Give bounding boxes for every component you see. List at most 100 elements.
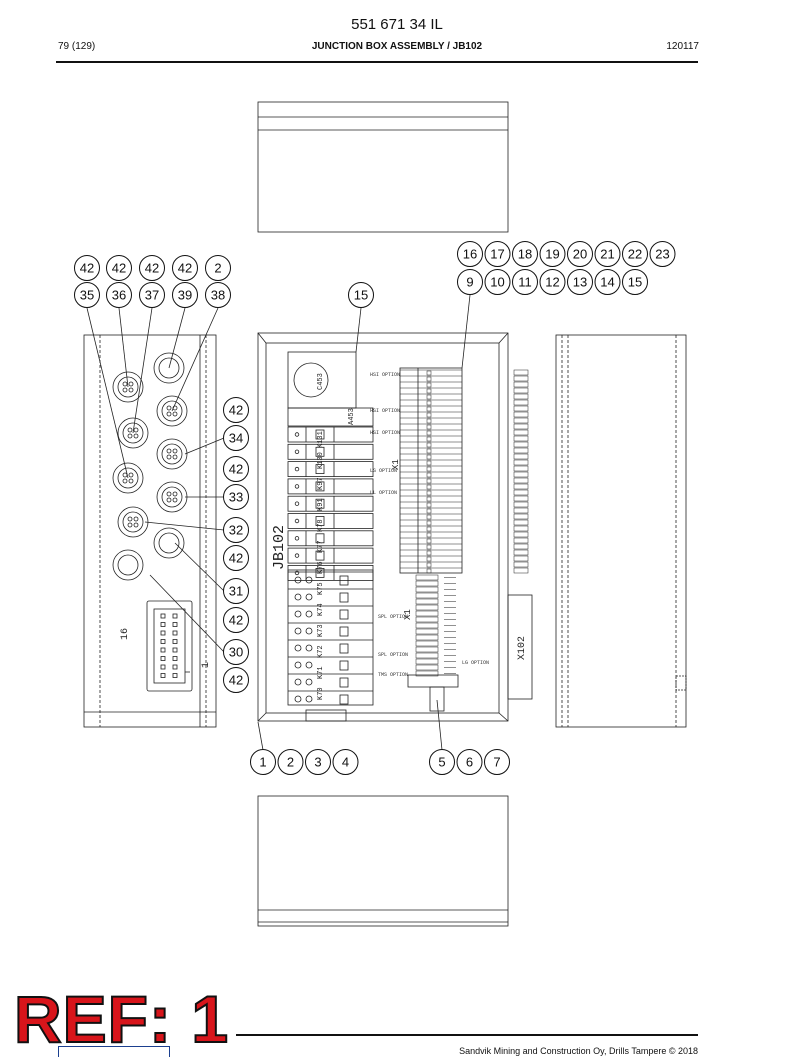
callout-balloon: 42 (223, 397, 249, 423)
connector-side-label: X102 (517, 636, 528, 660)
callout-balloon: 1 (250, 749, 276, 775)
callout-balloon: 17 (484, 241, 511, 267)
leader-lines (86, 294, 471, 751)
callout-balloon: 20 (567, 241, 593, 267)
callout-balloon-label: 34 (229, 431, 243, 446)
callout-balloon: 38 (205, 282, 231, 308)
left-side-view (83, 334, 217, 728)
header-rule (56, 61, 698, 63)
lid-top-view (257, 101, 509, 233)
callout-balloon: 15 (622, 269, 648, 295)
option-label: HSI OPTION (370, 408, 400, 414)
callout-balloon-label: 19 (545, 247, 559, 262)
callout-balloon: 42 (223, 607, 249, 633)
callout-balloon: 21 (594, 241, 621, 267)
relay-label: K91 (317, 498, 325, 511)
option-label: HSI OPTION (370, 372, 400, 378)
callout-balloon-label: 38 (211, 288, 225, 303)
option-label: TMS OPTION (378, 672, 408, 678)
lower-terminal-strip (415, 574, 456, 677)
callout-balloon-label: 42 (229, 673, 243, 688)
connector-count-label: 16 (120, 628, 131, 640)
callout-balloon-label: 21 (600, 247, 614, 262)
callout-balloon-label: 5 (438, 755, 445, 770)
callout-balloon-label: 37 (145, 288, 159, 303)
relay-label: K78 (317, 519, 325, 532)
lid-bottom-view (257, 795, 509, 927)
callout-balloon-label: 22 (628, 247, 642, 262)
callout-balloon: 14 (594, 269, 621, 295)
ref-label: REF: 1 (13, 982, 230, 1056)
date-code: 120117 (666, 41, 699, 52)
callout-balloon-label: 31 (229, 584, 243, 599)
callout-balloon: 16 (457, 241, 483, 267)
callout-balloon-label: 16 (463, 247, 477, 262)
relay-label: K76 (317, 561, 325, 574)
page-number: 79 (129) (58, 41, 96, 52)
callout-balloon-label: 10 (490, 275, 504, 290)
callout-balloon: 2 (205, 255, 231, 281)
callout-balloon: 22 (622, 241, 648, 267)
callout-balloon-label: 9 (466, 275, 473, 290)
callout-balloon: 7 (484, 749, 510, 775)
callout-balloon-label: 32 (229, 523, 243, 538)
box-id-label: JB102 (271, 525, 288, 570)
relay-label: K71 (317, 666, 325, 679)
option-label: SPL OPTION (378, 652, 408, 658)
callout-balloon: 12 (539, 269, 566, 295)
document-number: 551 671 34 IL (351, 16, 443, 33)
callout-balloon: 11 (512, 269, 538, 295)
callout-balloon-label: 3 (314, 755, 321, 770)
relay-label: K72 (317, 645, 325, 658)
right-side-view (507, 334, 687, 728)
connector-pin-label: 1 (201, 662, 212, 668)
callout-balloon: 23 (649, 241, 676, 267)
brand-logo (58, 1046, 170, 1057)
callout-balloon-label: 42 (178, 261, 192, 276)
relay-label: K75 (317, 582, 325, 595)
relay-label: K73 (317, 624, 325, 637)
callout-balloon: 33 (223, 484, 249, 510)
callout-balloon: 19 (539, 241, 566, 267)
callout-balloon-label: 20 (573, 247, 587, 262)
option-label: HSI OPTION (370, 430, 400, 436)
relay-label: K77 (317, 540, 325, 553)
callout-balloon: 10 (484, 269, 511, 295)
callout-balloon-label: 2 (214, 261, 221, 276)
callout-balloon: 13 (567, 269, 593, 295)
callout-balloon-label: 4 (342, 755, 349, 770)
callout-balloon-label: 23 (655, 247, 669, 262)
callout-balloon-label: 42 (80, 261, 94, 276)
callout-balloon-label: 2 (287, 755, 294, 770)
callout-balloon-label: 17 (490, 247, 504, 262)
option-label: LG OPTION (462, 660, 489, 666)
callout-balloon-label: 42 (229, 462, 243, 477)
callout-balloon-label: 39 (178, 288, 192, 303)
option-label: LL OPTION (370, 490, 397, 496)
callout-balloon-label: 30 (229, 645, 243, 660)
callout-balloon-label: 35 (80, 288, 94, 303)
option-label: LS OPTION (370, 468, 397, 474)
callout-balloon-label: 15 (628, 275, 642, 290)
side-terminal-edge (513, 369, 529, 574)
callout-balloon: 6 (456, 749, 483, 775)
relay-label: K70 (317, 687, 325, 700)
callout-balloon: 42 (106, 255, 132, 281)
relay-label: K74 (317, 603, 325, 616)
relay-label: K97 (317, 477, 325, 490)
option-labels: HSI OPTION HSI OPTION HSI OPTION LS OPTION L… (370, 372, 489, 678)
callout-balloon-label: 7 (493, 755, 500, 770)
relay-code-c453: C453 (317, 373, 325, 390)
callout-balloon-label: 14 (600, 275, 614, 290)
callout-balloon: 30 (223, 639, 249, 665)
callout-balloon-label: 1 (259, 755, 266, 770)
callout-balloon-label: 33 (229, 490, 243, 505)
callout-balloon-label: 42 (145, 261, 159, 276)
callout-balloon-label: 11 (518, 275, 532, 290)
connector-plate (146, 600, 193, 692)
cable-glands (112, 352, 188, 581)
callout-balloon: 5 (429, 749, 455, 775)
relay-code-a453: A453 (348, 408, 356, 425)
callout-balloon: 2 (277, 749, 304, 775)
